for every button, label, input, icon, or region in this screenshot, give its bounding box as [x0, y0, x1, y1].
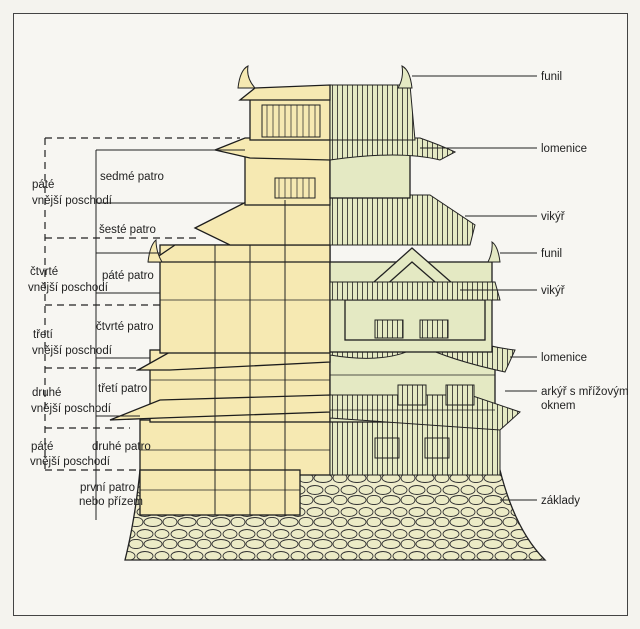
label-second-floor: druhé patro — [92, 441, 151, 453]
label-fourth-floor: čtvrté patro — [96, 321, 154, 333]
finial-top-left — [237, 65, 257, 89]
label-outer-level-2b: vnější poschodí — [28, 282, 109, 294]
label-bay-window-1: arkýř s mřížovým — [541, 386, 629, 398]
label-first-floor-1: první patro — [80, 482, 135, 494]
label-gable-top: lomenice — [541, 143, 587, 155]
label-first-floor-2: nebo přízem — [79, 496, 143, 508]
label-fifth-floor: páté patro — [102, 270, 154, 282]
label-outer-level-5a: páté — [31, 441, 53, 453]
label-outer-level-3a: třetí — [33, 329, 54, 341]
label-gable-low: lomenice — [541, 352, 587, 364]
label-outer-level-1b: vnější poschodí — [32, 195, 113, 207]
label-foundation: základy — [541, 495, 580, 507]
inner-floor-guides — [95, 149, 245, 520]
label-outer-level-4b: vnější poschodí — [31, 403, 112, 415]
label-seventh-floor: sedmé patro — [100, 171, 164, 183]
label-finial-mid: funil — [541, 248, 562, 260]
outer-level-guides — [44, 137, 240, 471]
label-outer-level-2a: čtvrté — [30, 266, 58, 278]
label-bay-window-2: oknem — [541, 400, 576, 412]
label-outer-level-4a: druhé — [32, 387, 61, 399]
label-dormer-top: vikýř — [541, 211, 566, 223]
label-dormer-mid: vikýř — [541, 285, 566, 297]
label-finial-top: funil — [541, 71, 562, 83]
label-outer-level-3b: vnější poschodí — [32, 345, 113, 357]
finial-mid-right — [487, 240, 501, 263]
label-outer-level-5b: vnější poschodí — [30, 456, 111, 468]
right-leader-lines — [412, 75, 537, 501]
label-outer-level-1a: páté — [32, 179, 54, 191]
label-third-floor: třetí patro — [98, 383, 147, 395]
castle-drawing — [109, 65, 547, 561]
label-sixth-floor: šesté patro — [99, 224, 156, 236]
finial-top-right — [397, 65, 413, 89]
